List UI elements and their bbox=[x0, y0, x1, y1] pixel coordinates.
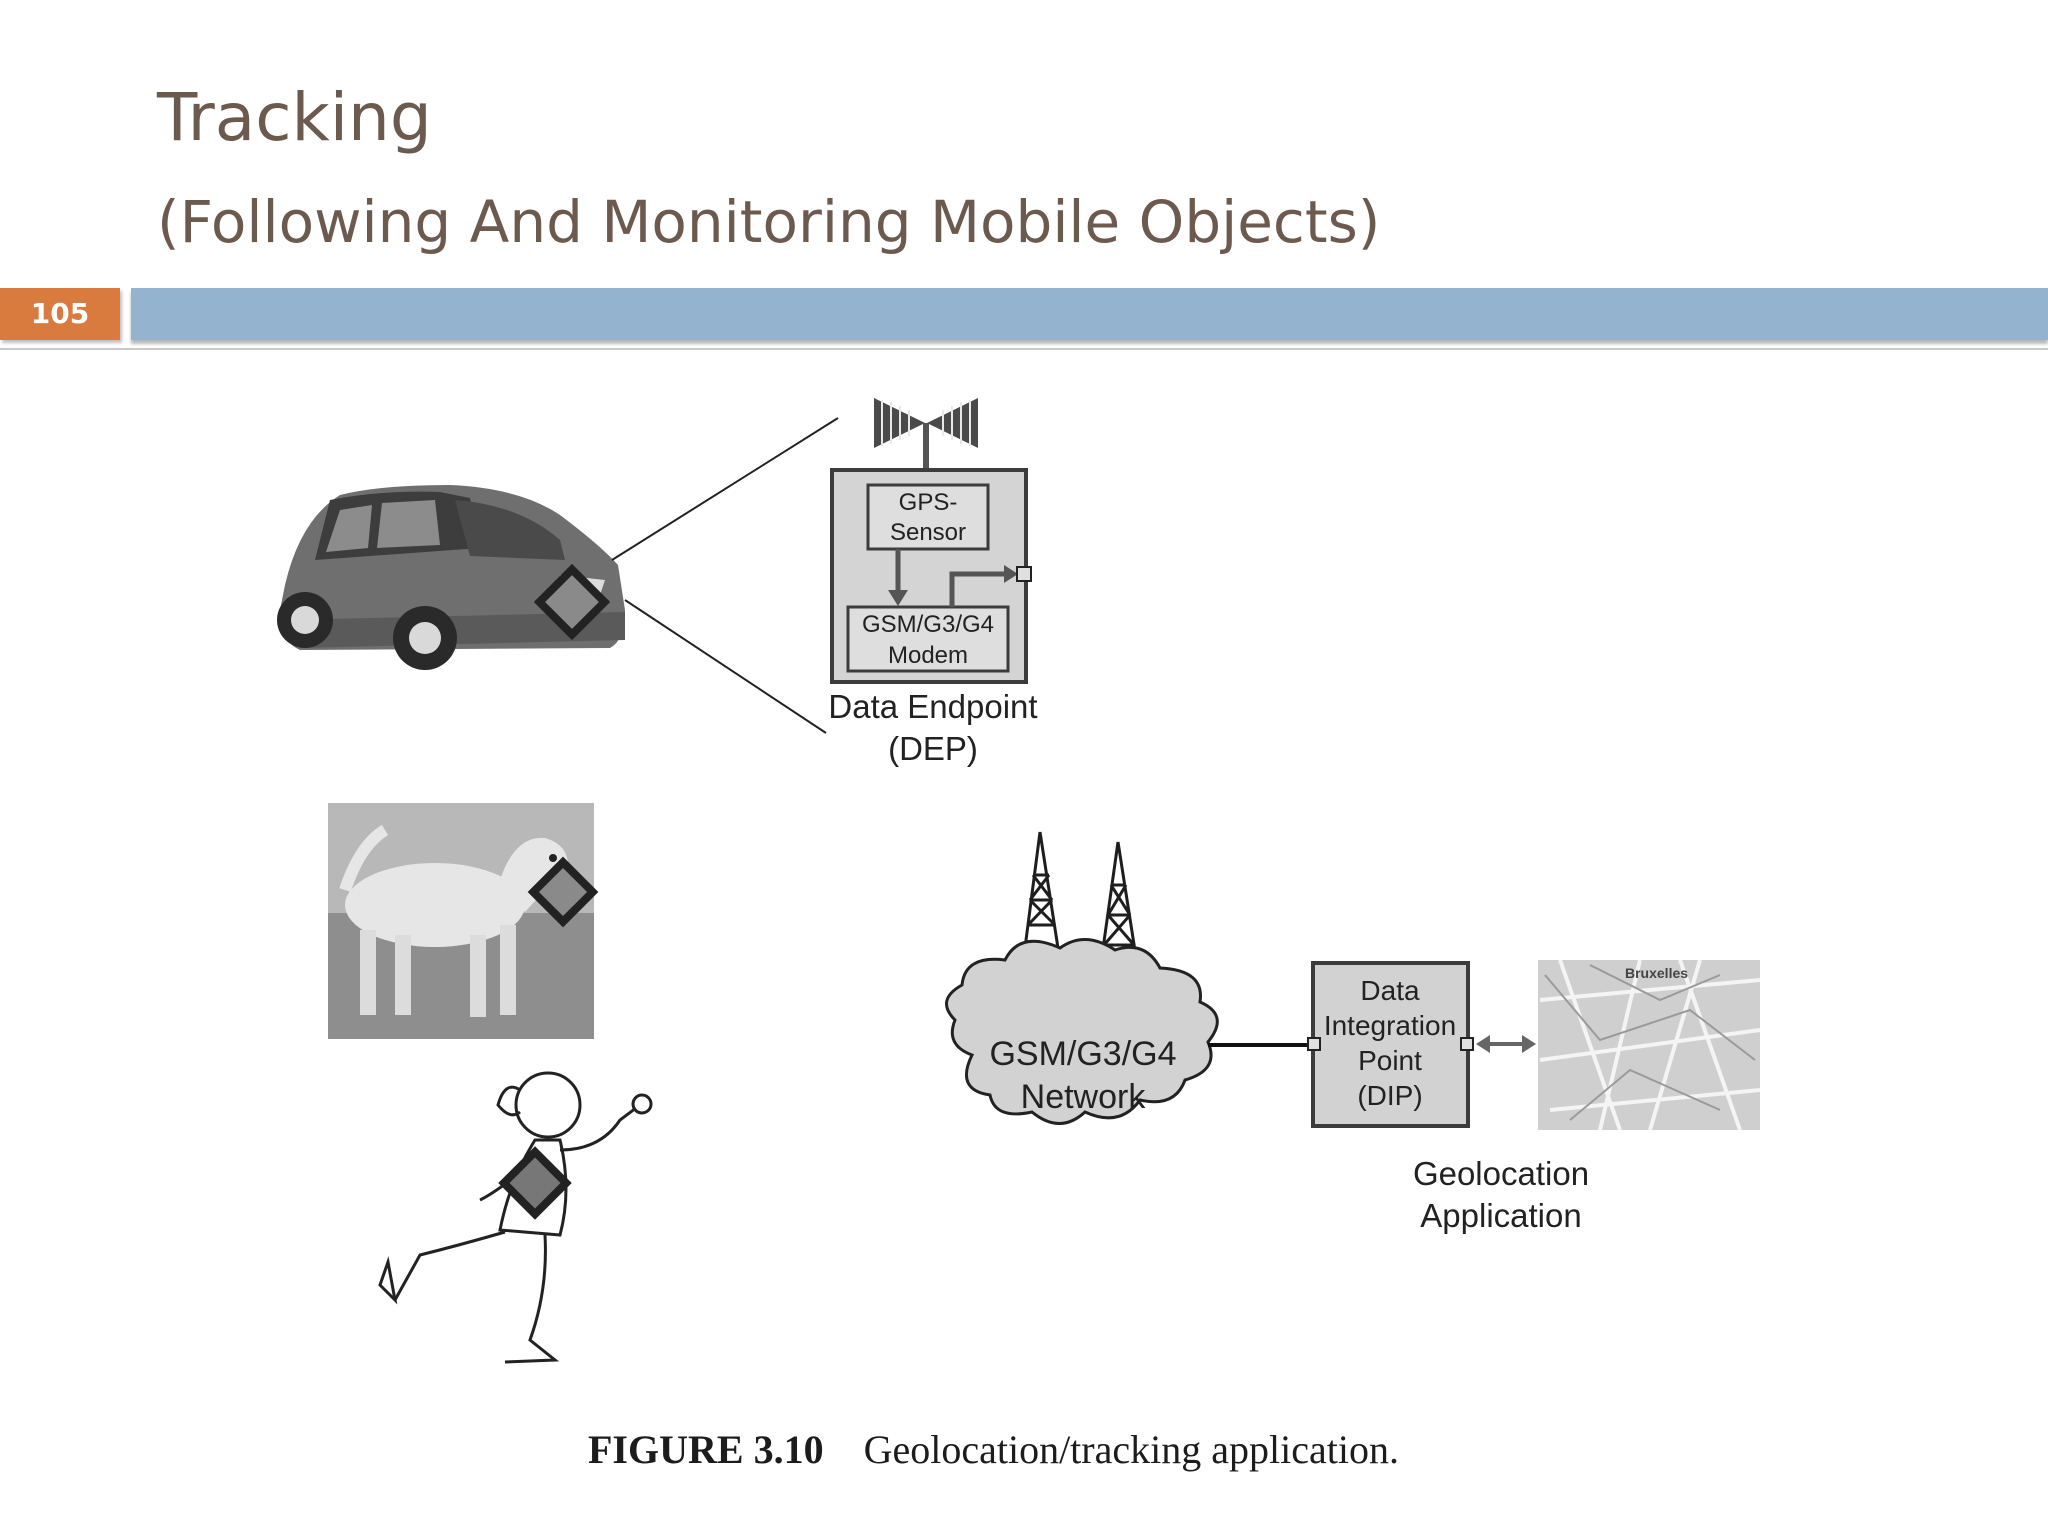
dog-tracker-icon bbox=[527, 856, 599, 928]
dip-port-icon bbox=[1460, 1037, 1474, 1051]
gps-sensor-label: Sensor bbox=[890, 519, 966, 546]
dip-map-arrowhead-left bbox=[1476, 1035, 1490, 1053]
zoom-line-bottom bbox=[624, 599, 827, 734]
dip-label: (DIP) bbox=[1357, 1080, 1422, 1111]
child-tracker-icon bbox=[498, 1146, 572, 1220]
dip-port-icon bbox=[1307, 1037, 1321, 1051]
dep-antenna-icon bbox=[874, 398, 978, 471]
geo-app-label: Application bbox=[1420, 1197, 1581, 1234]
car-illustration bbox=[277, 485, 625, 670]
header-bar bbox=[131, 288, 2048, 340]
slide-title: Tracking bbox=[157, 79, 432, 156]
gps-sensor-label: GPS- bbox=[899, 489, 958, 516]
figure-caption: FIGURE 3.10 Geolocation/tracking applicat… bbox=[588, 1426, 1399, 1473]
modem-box bbox=[846, 605, 1010, 673]
network-label: Network bbox=[1021, 1078, 1147, 1116]
cell-tower-icon bbox=[1023, 831, 1140, 971]
modem-label: Modem bbox=[888, 642, 968, 669]
car-tracker-icon bbox=[533, 563, 611, 641]
figure-caption-text: Geolocation/tracking application. bbox=[863, 1427, 1399, 1472]
dip-box bbox=[1311, 961, 1470, 1128]
dip-label: Data bbox=[1360, 975, 1420, 1006]
dep-label: (DEP) bbox=[888, 730, 978, 767]
child-illustration bbox=[378, 1071, 653, 1364]
dip-label: Integration bbox=[1324, 1010, 1456, 1041]
dog-illustration bbox=[339, 824, 575, 1017]
dep-port-icon bbox=[1016, 566, 1032, 582]
modem-output-arrowhead bbox=[1004, 565, 1018, 583]
network-cloud bbox=[945, 938, 1219, 1125]
gps-to-modem-arrowhead bbox=[888, 590, 908, 606]
header-divider bbox=[0, 348, 2048, 350]
figure-number: FIGURE 3.10 bbox=[588, 1427, 824, 1472]
dip-map-arrowhead-right bbox=[1522, 1035, 1536, 1053]
slide-number: 105 bbox=[0, 288, 120, 340]
modem-output-arrow bbox=[949, 571, 1006, 607]
map-thumbnail: Bruxelles bbox=[1538, 959, 1761, 1131]
map-city-label: Bruxelles bbox=[1625, 965, 1688, 981]
zoom-line-top bbox=[611, 417, 839, 561]
gps-sensor-box bbox=[866, 483, 990, 551]
modem-label: GSM/G3/G4 bbox=[862, 611, 994, 638]
network-label: GSM/G3/G4 bbox=[989, 1035, 1176, 1073]
geo-app-label: Geolocation bbox=[1413, 1155, 1589, 1192]
dip-label: Point bbox=[1358, 1045, 1422, 1076]
dep-label: Data Endpoint bbox=[828, 688, 1037, 725]
slide-subtitle: (Following And Monitoring Mobile Objects… bbox=[157, 188, 1381, 256]
